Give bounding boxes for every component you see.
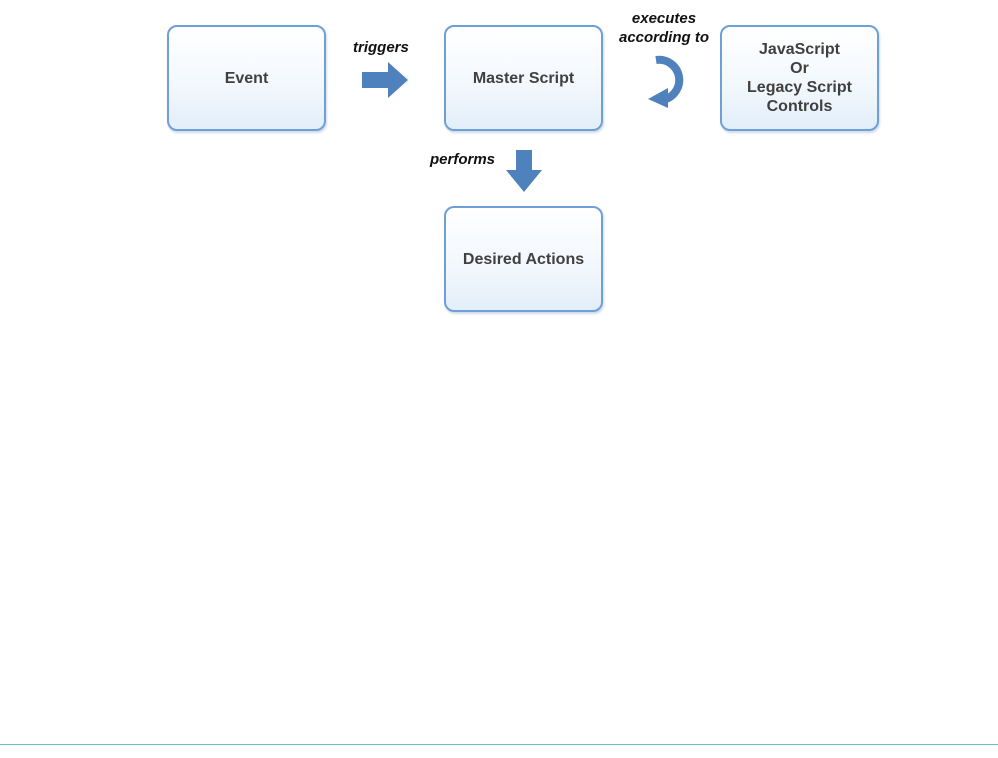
master-script-label: Master Script (472, 69, 575, 87)
desired-actions-box: Desired Actions (444, 206, 603, 312)
event-label: Event (224, 69, 269, 87)
footer-divider (0, 744, 998, 745)
desired-actions-label: Desired Actions (462, 250, 585, 268)
script-controls-line1: JavaScript (759, 41, 840, 58)
master-script-box: Master Script (444, 25, 603, 131)
executes-label-line1: executes (631, 10, 697, 27)
triggers-label: triggers (353, 39, 409, 56)
executes-label-line2: according to (618, 29, 709, 46)
triggers-arrow-icon (362, 62, 408, 98)
script-controls-line4: Controls (766, 98, 833, 115)
script-controls-box: JavaScript Or Legacy Script Controls (720, 25, 879, 131)
performs-label: performs (430, 151, 496, 168)
executes-according-to-label: executes according to (612, 9, 716, 47)
circular-arrow-icon (648, 55, 684, 108)
event-box: Event (167, 25, 326, 131)
performs-arrow-icon (506, 150, 542, 192)
script-controls-line2: Or (790, 60, 809, 77)
script-controls-line3: Legacy Script (747, 79, 852, 96)
